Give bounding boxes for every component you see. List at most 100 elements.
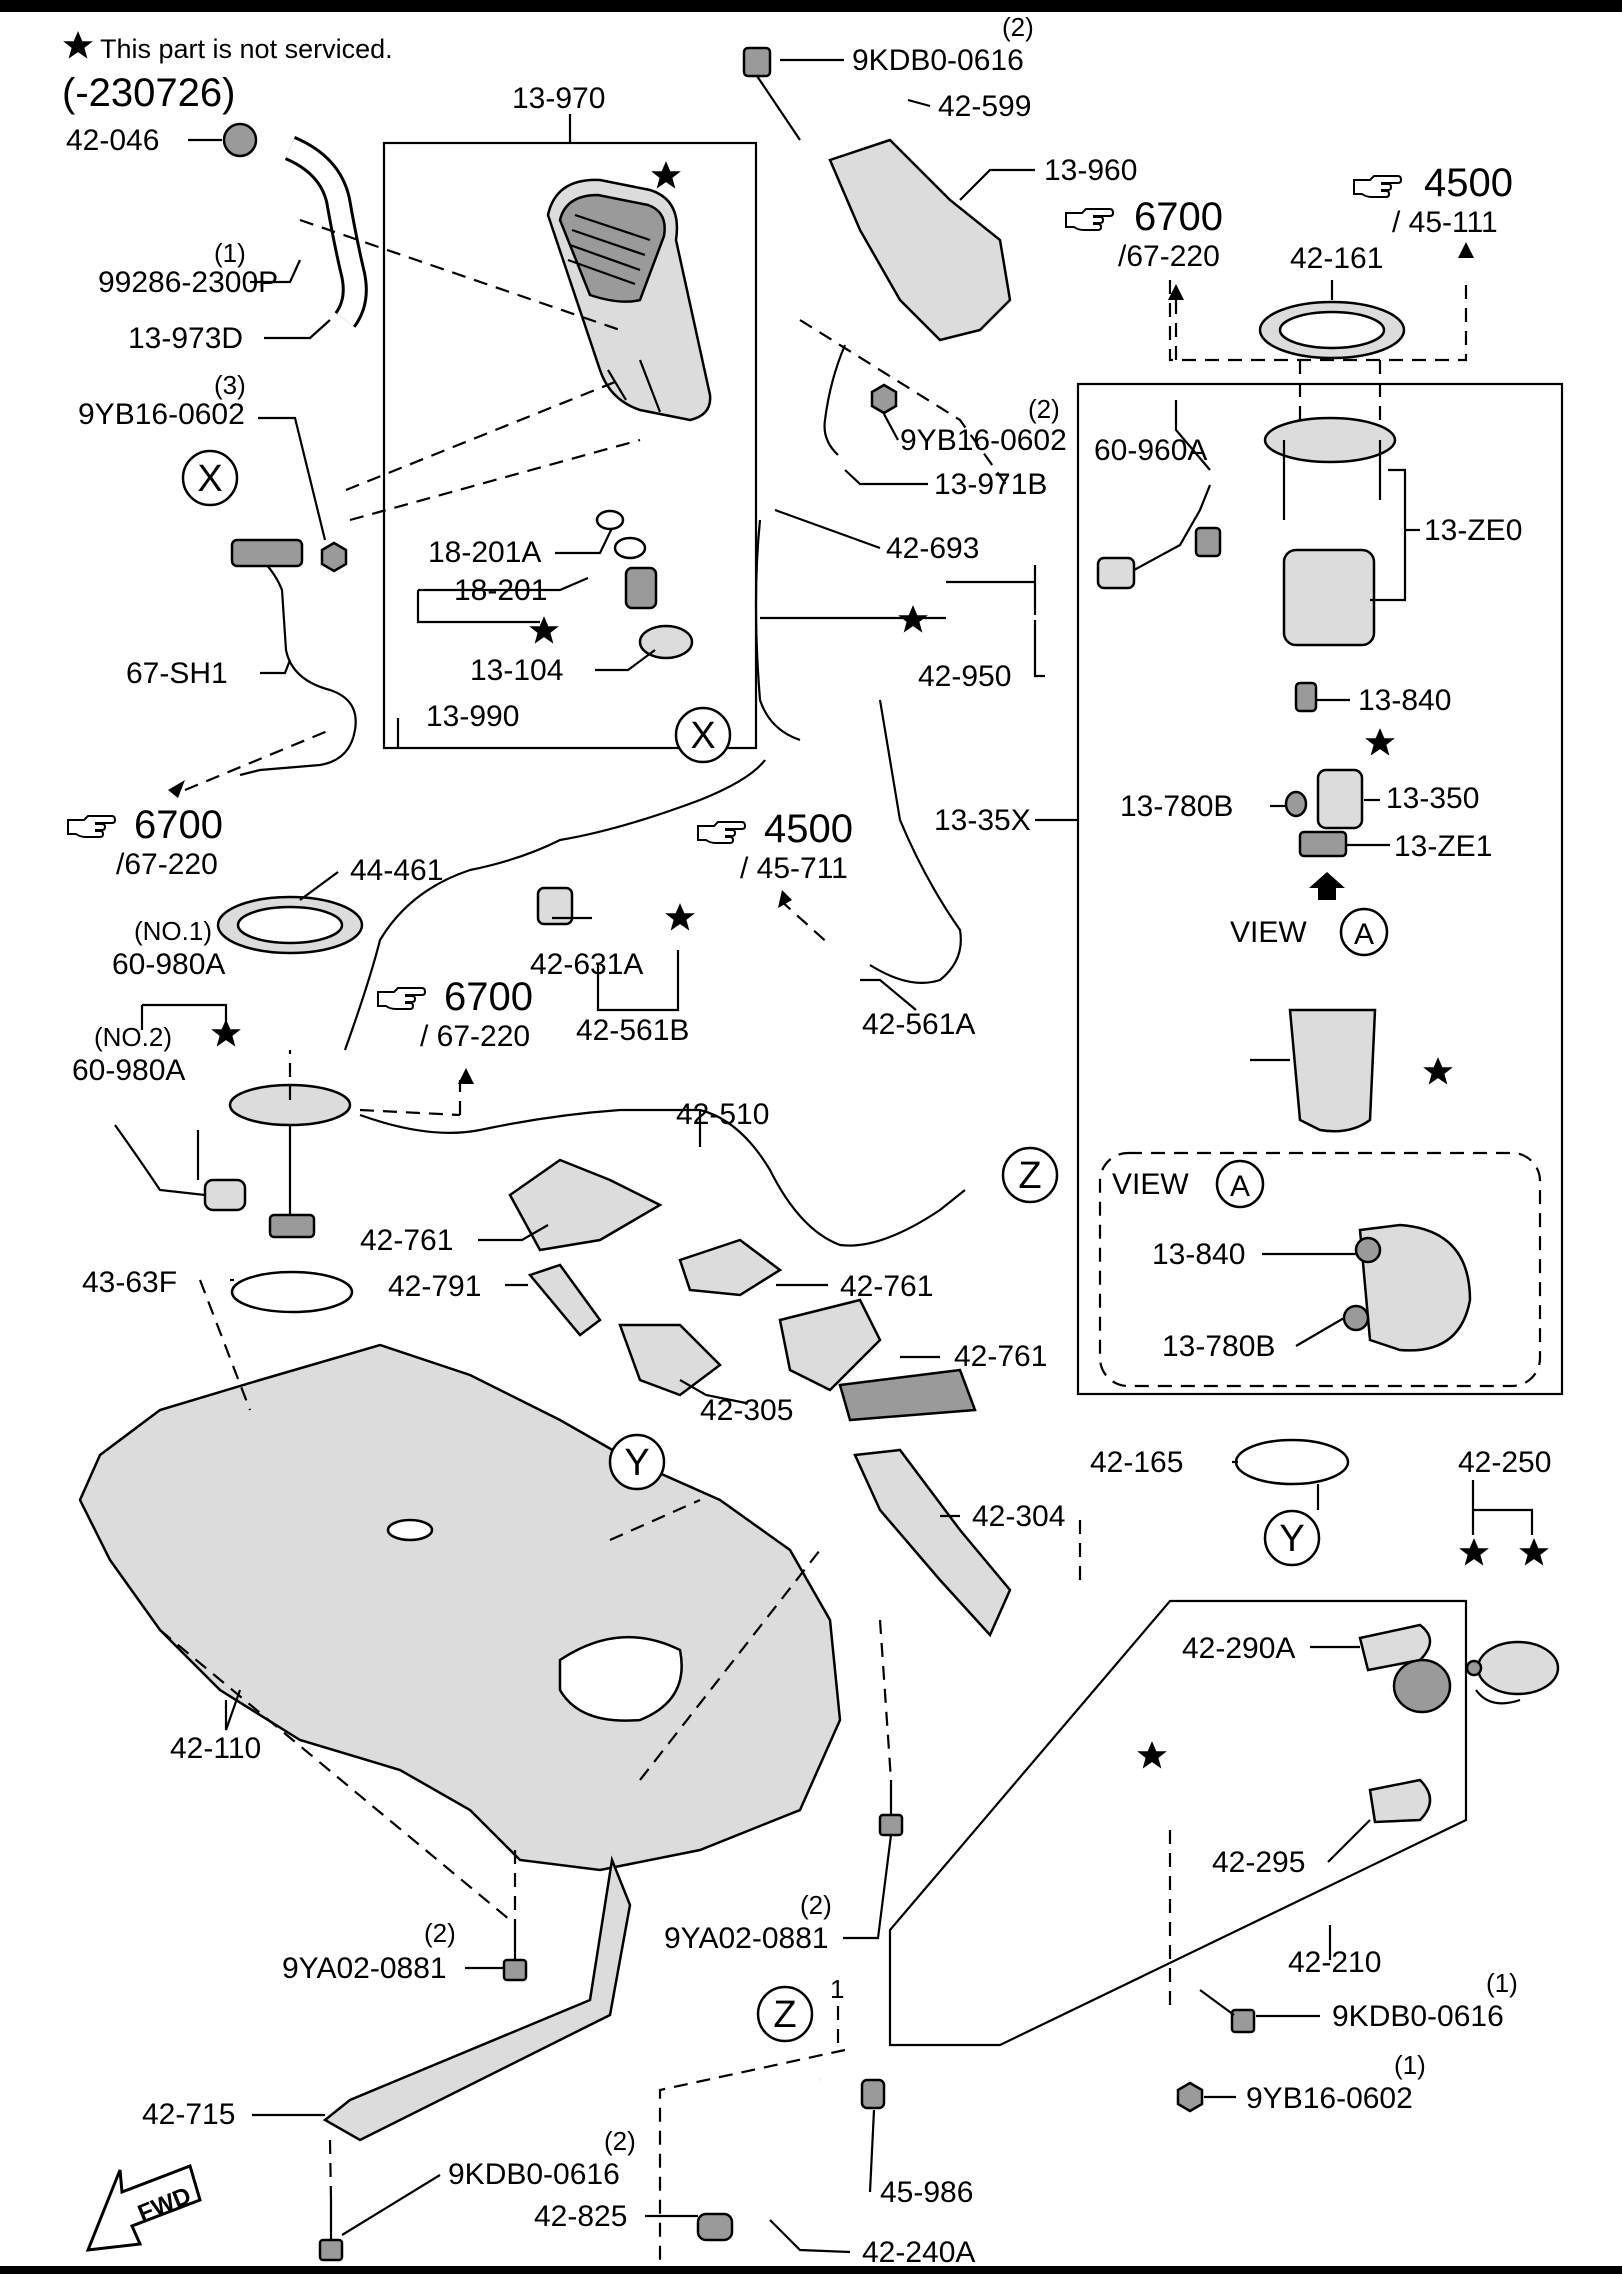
svg-text:/67-220: /67-220 (1118, 240, 1220, 273)
callout-9kdb0-0616-filler: 9KDB0-0616 (1332, 2000, 1504, 2033)
callout-18-201: 18-201 (454, 574, 547, 607)
callout-13-990: 13-990 (426, 700, 519, 733)
legend-note: This part is not serviced. (100, 34, 393, 64)
hand-pointer-icon (67, 815, 116, 838)
svg-text:4500: 4500 (1424, 161, 1513, 205)
bolt-9kdb0-top (742, 46, 801, 141)
leader-lines (140, 58, 1534, 2254)
pump-body-13-35x (1250, 1008, 1377, 1133)
svg-text:Y: Y (624, 1442, 649, 1484)
marker-x-top: X (181, 449, 239, 507)
callout-99286-2300p: 99286-2300P (98, 266, 278, 299)
star-icon-60-980a (211, 1019, 241, 1047)
callout-42-693: 42-693 (886, 532, 979, 565)
callout-13-840-view: 13-840 (1152, 1238, 1245, 1271)
hose-42-950-right (869, 699, 962, 984)
part-42-295 (1368, 1778, 1432, 1824)
shield-42-761-b (678, 1238, 783, 1297)
marker-x-mid: X (674, 706, 732, 764)
svg-text:VIEW: VIEW (1112, 1168, 1189, 1201)
svg-text:A: A (1354, 918, 1374, 951)
dashed-guides (159, 218, 1468, 2260)
sender-60-980a (114, 1083, 352, 1239)
callout-13-ze0: 13-ZE0 (1424, 514, 1522, 547)
callout-18-201a: 18-201A (428, 536, 541, 569)
date-range: (-230726) (62, 71, 235, 115)
marker-z-right: Z (1001, 1146, 1059, 1204)
svg-text:X: X (197, 458, 222, 500)
callout-9ya02-0881-left: 9YA02-0881 (282, 1952, 447, 1985)
hand-pointer-icon (1353, 175, 1402, 198)
star-icon-42-561b (665, 903, 695, 931)
view-arrow-icon (1309, 872, 1345, 900)
box-42-210 (888, 1599, 1468, 2047)
callout-13-35x: 13-35X (934, 804, 1031, 837)
svg-text:Y: Y (1279, 1518, 1304, 1560)
hose-42-950-left (754, 519, 801, 742)
callout-9yb16-0602-left: 9YB16-0602 (78, 398, 245, 431)
part-13-840 (1294, 681, 1318, 713)
callout-99286-qty: (1) (214, 238, 246, 268)
part-42-290a (1358, 1623, 1432, 1672)
fwd-arrow-icon: FWD (85, 2164, 202, 2252)
callout-60-980a-no1-qty: (NO.1) (134, 916, 212, 946)
callout-42-761-right: 42-761 (954, 1340, 1047, 1373)
hand-pointer-icon (697, 821, 746, 844)
callout-42-305: 42-305 (700, 1394, 793, 1427)
callout-42-561b: 42-561B (576, 1014, 689, 1047)
star-icon-13-990 (529, 616, 559, 644)
callout-42-046: 42-046 (66, 124, 159, 157)
callout-42-304: 42-304 (972, 1500, 1065, 1533)
star-icon-42-250-b (1519, 1538, 1549, 1566)
canister-13-970 (546, 178, 712, 422)
callout-13-970: 13-970 (512, 82, 605, 115)
callout-42-240a: 42-240A (862, 2236, 975, 2269)
box-view-a (1098, 1151, 1542, 1388)
clamp-42-825 (696, 2212, 734, 2242)
callout-13-350: 13-350 (1386, 782, 1479, 815)
top-border (0, 0, 1622, 12)
shield-42-791 (527, 1263, 602, 1337)
svg-text:6700: 6700 (1134, 195, 1223, 239)
callout-13-960: 13-960 (1044, 154, 1137, 187)
callout-42-295: 42-295 (1212, 1846, 1305, 1879)
bolt-9kdb0-bottom (318, 2200, 344, 2262)
tank-port (386, 1518, 434, 1542)
callout-60-980a-no2-qty: (NO.2) (94, 1022, 172, 1052)
callout-9yb16-0602-mid: 9YB16-0602 (900, 424, 1067, 457)
cap-42-250 (1465, 1640, 1560, 1705)
pipe-42-561b (343, 759, 766, 1051)
hand-pointer-icon (377, 987, 426, 1010)
callout-9yb16-qty-left: (3) (214, 370, 246, 400)
valve-part (624, 566, 658, 610)
callout-9yb16-0602-filler: 9YB16-0602 (1246, 2082, 1413, 2115)
callouts: 42-046 (1) 99286-2300P 13-973D (3) 9YB16… (66, 12, 1551, 2269)
callout-67-sh1: 67-SH1 (126, 657, 228, 690)
callout-13-780b-view: 13-780B (1162, 1330, 1275, 1363)
filler-neck-42-210-inner (1074, 1680, 1392, 1991)
callout-13-840: 13-840 (1358, 684, 1451, 717)
seal-18-201 (613, 536, 647, 560)
oring-18-201a (595, 509, 625, 531)
connector-67-sh1 (230, 538, 304, 568)
filler-neck-42-210 (1083, 1688, 1391, 1991)
svg-text:Z: Z (773, 1994, 796, 2036)
svg-text:/ 45-111: / 45-111 (1392, 206, 1498, 239)
nut-9yb16-filler (1176, 2081, 1204, 2113)
shield-42-761-a (508, 1158, 663, 1252)
clamp-45-986 (860, 2078, 886, 2110)
callout-9yb16-qty-mid: (2) (1028, 394, 1060, 424)
callout-9kdb0-qty-bottom: (2) (604, 2126, 636, 2156)
gasket-42-161-inner (1278, 310, 1386, 350)
callout-42-761-mid: 42-761 (840, 1270, 933, 1303)
bolt-9ya02-right (878, 1780, 904, 1837)
star-icon-13-35x (1423, 1057, 1453, 1085)
callout-13-ze1: 13-ZE1 (1394, 830, 1492, 863)
hand-pointer-icon (1065, 208, 1114, 231)
view-a-label-1: VIEW A (1230, 907, 1389, 957)
callout-13-104: 13-104 (470, 654, 563, 687)
nut-9yb16-mid (870, 383, 898, 415)
callout-13-780b: 13-780B (1120, 790, 1233, 823)
view-a-detail (1342, 1223, 1472, 1352)
